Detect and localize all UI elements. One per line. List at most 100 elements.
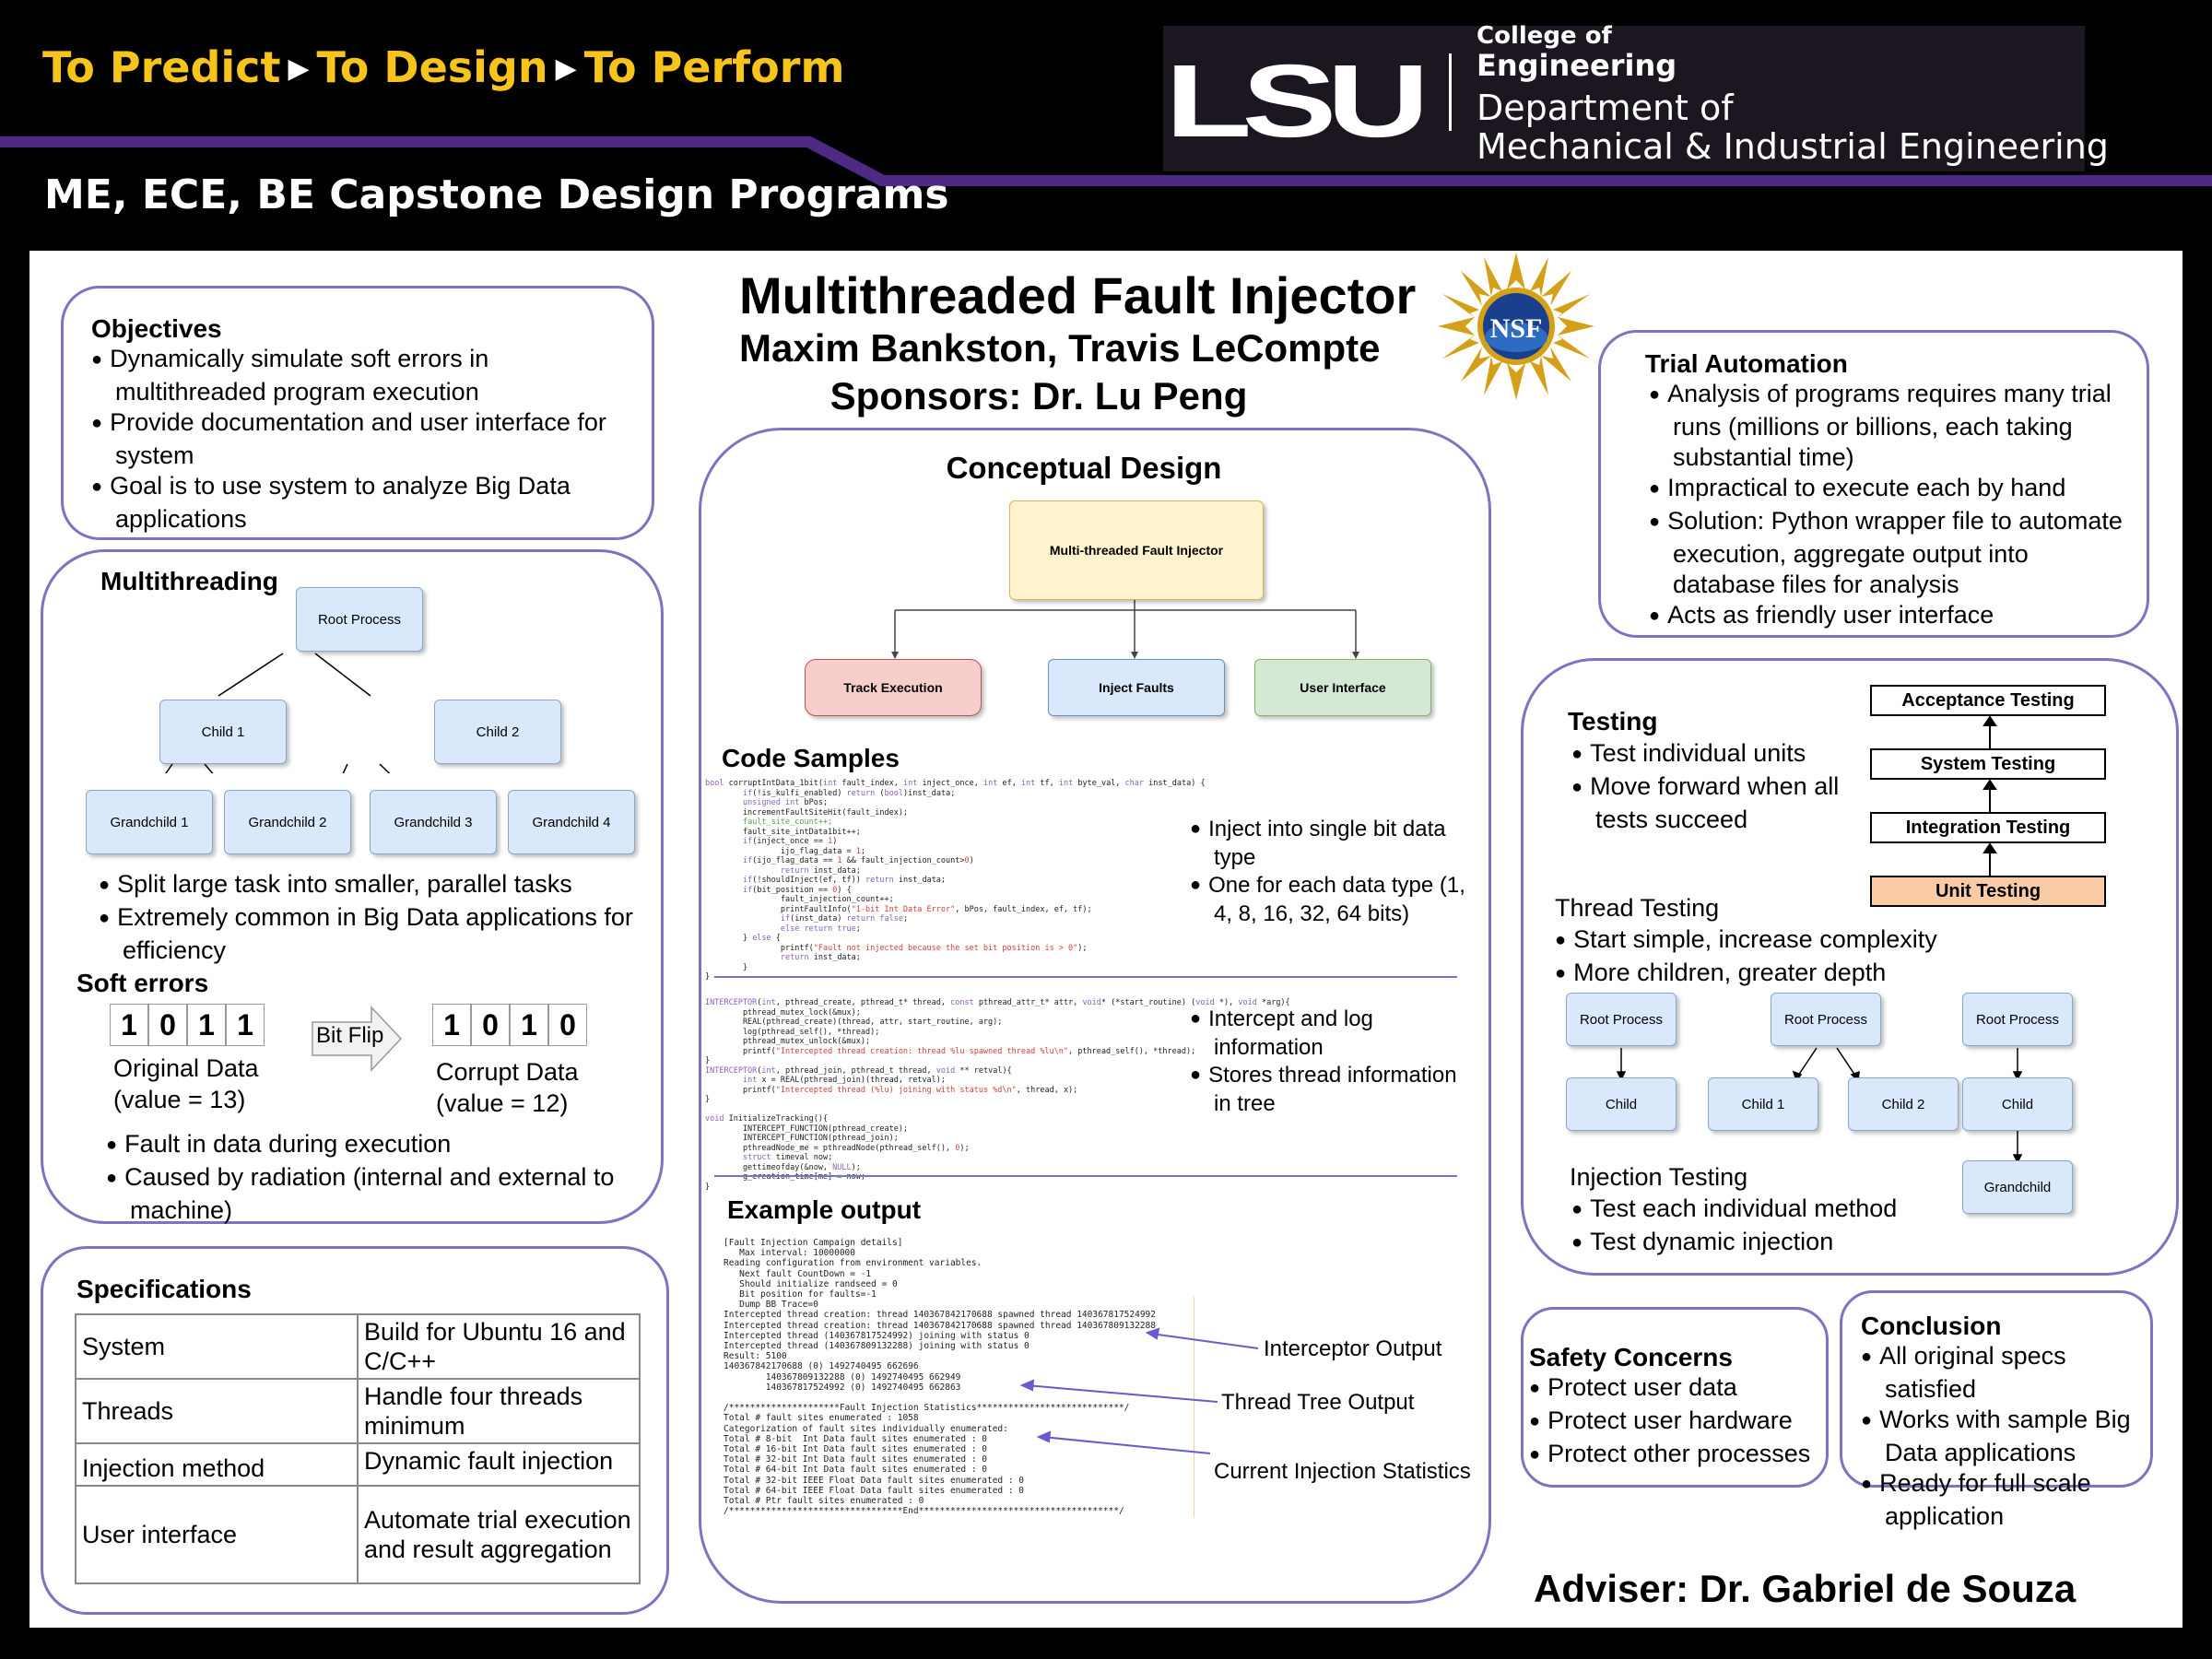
multithreading-panel: Multithreading Root Process Child 1 Chil… xyxy=(41,549,664,1224)
original-bit: 0 xyxy=(148,1004,187,1046)
trial-item: Impractical to execute each by hand xyxy=(1649,473,2128,506)
code-sample-1: bool corruptIntData_1bit(int fault_index… xyxy=(705,779,1206,982)
nsf-text: NSF xyxy=(1490,313,1543,344)
department-line-1: Department of xyxy=(1477,88,1734,128)
tagline: To Predict▶To Design▶To Perform xyxy=(42,42,844,92)
objective-item: Dynamically simulate soft errors in mult… xyxy=(91,344,635,407)
concept-fault-injector: Multi-threaded Fault Injector xyxy=(1009,500,1264,600)
thread-testing-item: More children, greater depth xyxy=(1555,958,2016,991)
safety-item: Protect user hardware xyxy=(1529,1406,1830,1439)
tree-grandchild-4: Grandchild 4 xyxy=(508,790,635,854)
thread-testing-heading: Thread Testing xyxy=(1555,894,1720,922)
thread-test-grandchild: Grandchild xyxy=(1962,1160,2073,1214)
trial-item: Analysis of programs requires many trial… xyxy=(1649,379,2128,473)
interceptor-output-label: Interceptor Output xyxy=(1264,1336,1442,1361)
lsu-logo-block xyxy=(1163,26,2085,171)
tree-child-1: Child 1 xyxy=(159,700,287,764)
testing-stack-arrows xyxy=(1983,716,1997,876)
department-line-2: Mechanical & Industrial Engineering xyxy=(1477,126,2109,167)
divider xyxy=(714,1175,1457,1177)
code-note: Intercept and log information xyxy=(1190,1006,1476,1062)
spec-value: Dynamic fault injection xyxy=(357,1442,641,1487)
safety-list: Protect user data Protect user hardware … xyxy=(1529,1372,1830,1472)
process-tree-lines xyxy=(165,653,391,773)
thread-test-root-2: Root Process xyxy=(1771,993,1881,1046)
soft-error-item: Caused by radiation (internal and extern… xyxy=(106,1162,650,1226)
objective-item: Goal is to use system to analyze Big Dat… xyxy=(91,471,635,535)
injection-testing-list: Test each individual method Test dynamic… xyxy=(1571,1194,1940,1260)
trial-item: Acts as friendly user interface xyxy=(1649,600,2128,633)
program-title: ME, ECE, BE Capstone Design Programs xyxy=(44,171,949,218)
concept-track-execution: Track Execution xyxy=(805,659,982,716)
corrupt-bit: 0 xyxy=(548,1004,587,1046)
sponsors: Sponsors: Dr. Lu Peng xyxy=(830,374,1248,418)
conclusion-item: All original specs satisfied xyxy=(1861,1341,2147,1405)
corrupt-bit: 1 xyxy=(510,1004,548,1046)
code-note: One for each data type (1, 4, 8, 16, 32,… xyxy=(1190,872,1466,928)
conclusion-list: All original specs satisfied Works with … xyxy=(1861,1341,2147,1532)
safety-concerns-panel: Safety Concerns Protect user data Protec… xyxy=(1521,1307,1829,1488)
college-line-2: Engineering xyxy=(1477,48,1677,83)
corrupt-data-value: (value = 12) xyxy=(436,1089,569,1117)
injection-testing-item: Test dynamic injection xyxy=(1571,1227,1940,1260)
tree-root-process: Root Process xyxy=(296,587,423,652)
spec-key: Threads xyxy=(75,1378,359,1444)
testing-list: Test individual units Move forward when … xyxy=(1571,738,1848,835)
authors: Maxim Bankston, Travis LeCompte xyxy=(739,326,1381,370)
tagline-design: To Design xyxy=(316,42,548,92)
injection-testing-item: Test each individual method xyxy=(1571,1194,1940,1227)
adviser: Adviser: Dr. Gabriel de Souza xyxy=(1534,1567,2077,1610)
tree-grandchild-3: Grandchild 3 xyxy=(370,790,497,854)
arrow-icon: ▶ xyxy=(288,53,310,85)
code-samples-heading: Code Samples xyxy=(722,744,900,772)
code-notes-1: Inject into single bit data type One for… xyxy=(1190,816,1466,928)
poster-body: Multithreaded Fault Injector Maxim Banks… xyxy=(29,251,2183,1628)
concept-user-interface: User Interface xyxy=(1254,659,1431,716)
tagline-perform: To Perform xyxy=(583,42,845,92)
soft-errors-heading: Soft errors xyxy=(76,969,209,997)
spec-value: Handle four threads minimum xyxy=(357,1378,641,1444)
testing-panel: Testing Test individual units Move forwa… xyxy=(1521,658,2179,1276)
safety-item: Protect other processes xyxy=(1529,1439,1830,1472)
unit-testing-box: Unit Testing xyxy=(1870,876,2106,907)
system-testing-box: System Testing xyxy=(1870,748,2106,780)
testing-item: Move forward when all tests succeed xyxy=(1571,771,1848,835)
spec-key: System xyxy=(75,1313,359,1380)
thread-test-child: Child xyxy=(1566,1077,1677,1131)
original-bit: 1 xyxy=(110,1004,148,1046)
logo-divider xyxy=(1449,53,1452,131)
soft-errors-list: Fault in data during execution Caused by… xyxy=(106,1129,650,1226)
conclusion-panel: Conclusion All original specs satisfied … xyxy=(1840,1290,2153,1530)
original-data-label: Original Data xyxy=(113,1054,259,1082)
divider xyxy=(714,976,1457,978)
bit-flip-label: Bit Flip xyxy=(316,1023,384,1048)
tree-grandchild-2: Grandchild 2 xyxy=(224,790,351,854)
example-output-heading: Example output xyxy=(727,1195,922,1224)
lsu-logo: LSU xyxy=(1165,43,1430,159)
thread-test-tree-lines xyxy=(1616,1047,2023,1164)
multithreading-item: Split large task into smaller, parallel … xyxy=(99,869,633,902)
original-bit: 1 xyxy=(226,1004,265,1046)
poster-header: To Predict▶To Design▶To Perform ME, ECE,… xyxy=(0,0,2212,251)
testing-item: Test individual units xyxy=(1571,738,1848,771)
tree-child-2: Child 2 xyxy=(434,700,561,764)
corrupt-bit: 0 xyxy=(471,1004,510,1046)
specifications-heading: Specifications xyxy=(76,1275,252,1303)
thread-test-root-1: Root Process xyxy=(1566,993,1677,1046)
integration-testing-box: Integration Testing xyxy=(1870,812,2106,843)
spec-value: Build for Ubuntu 16 and C/C++ xyxy=(357,1313,641,1380)
corrupt-data-label: Corrupt Data xyxy=(436,1058,579,1086)
tagline-predict: To Predict xyxy=(42,42,281,92)
arrow-icon: ▶ xyxy=(555,53,577,85)
spec-key: Injection method xyxy=(75,1442,359,1487)
header-purple-stripe xyxy=(0,136,2212,186)
objective-item: Provide documentation and user interface… xyxy=(91,407,635,471)
trial-automation-list: Analysis of programs requires many trial… xyxy=(1649,379,2128,633)
soft-error-item: Fault in data during execution xyxy=(106,1129,650,1162)
trial-item: Solution: Python wrapper file to automat… xyxy=(1649,506,2128,600)
code-sample-2: INTERCEPTOR(int, pthread_create, pthread… xyxy=(705,998,1290,1192)
thread-test-child-1: Child 1 xyxy=(1708,1077,1818,1131)
